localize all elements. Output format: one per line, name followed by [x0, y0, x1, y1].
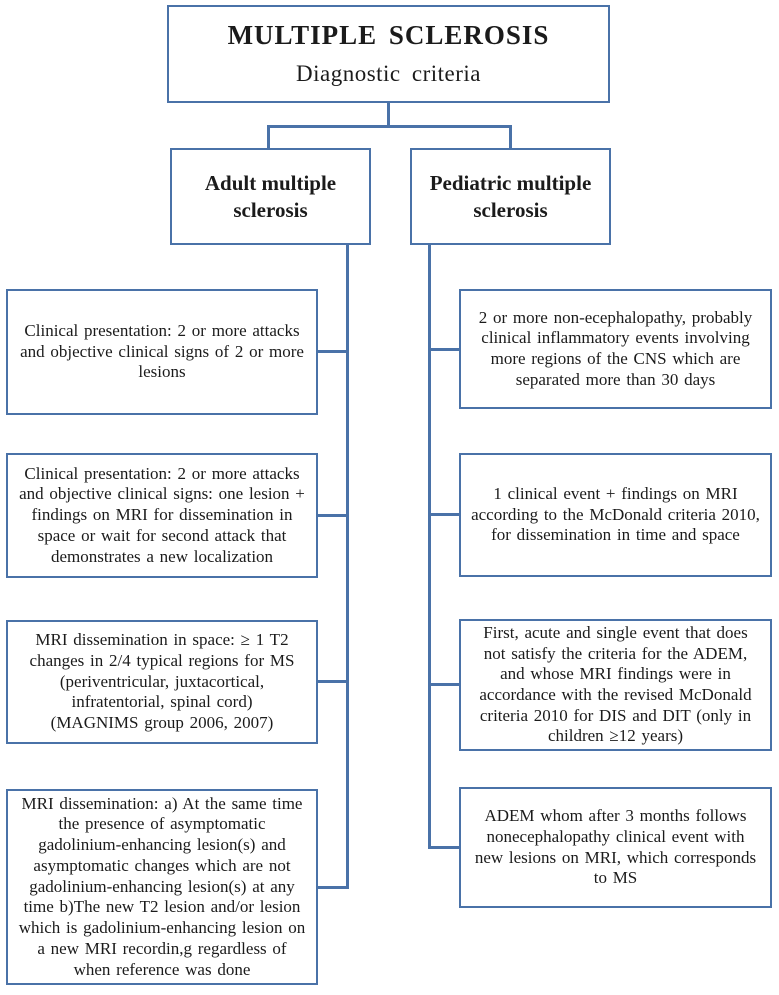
connector-drop-pediatric — [509, 125, 512, 149]
diagram-title: MULTIPLE SCLEROSIS — [227, 20, 550, 51]
connector-drop-adult — [267, 125, 270, 149]
adult-criterion-1: Clinical presentation: 2 or more attacks… — [6, 289, 318, 415]
connector-pediatric-spine — [428, 244, 431, 849]
root-title-box: MULTIPLE SCLEROSIS Diagnostic criteria — [167, 5, 610, 103]
adult-criterion-3: MRI dissemination in space: ≥ 1 T2 chang… — [6, 620, 318, 744]
pediatric-criterion-1: 2 or more non-ecephalopathy, probably cl… — [459, 289, 772, 409]
connector-adult-spine — [346, 244, 349, 889]
pediatric-criterion-2: 1 clinical event + findings on MRI accor… — [459, 453, 772, 577]
connector-pediatric-stub-3 — [430, 683, 460, 686]
pediatric-criterion-4: ADEM whom after 3 months follows nonecep… — [459, 787, 772, 908]
connector-adult-stub-2 — [316, 514, 347, 517]
connector-adult-stub-1 — [316, 350, 347, 353]
adult-criterion-2: Clinical presentation: 2 or more attacks… — [6, 453, 318, 578]
pediatric-criterion-3: First, acute and single event that does … — [459, 619, 772, 751]
connector-pediatric-stub-1 — [430, 348, 460, 351]
connector-pediatric-stub-4 — [430, 846, 460, 849]
adult-criterion-4: MRI dissemination: a) At the same time t… — [6, 789, 318, 985]
connector-branch-horizontal — [267, 125, 512, 128]
connector-title-stem — [387, 102, 390, 127]
diagram-subtitle: Diagnostic criteria — [295, 60, 481, 86]
connector-adult-stub-4 — [316, 886, 347, 889]
connector-adult-stub-3 — [316, 680, 347, 683]
adult-branch-box: Adult multiple sclerosis — [170, 148, 371, 245]
pediatric-branch-box: Pediatric multiple sclerosis — [410, 148, 611, 245]
connector-pediatric-stub-2 — [430, 513, 460, 516]
